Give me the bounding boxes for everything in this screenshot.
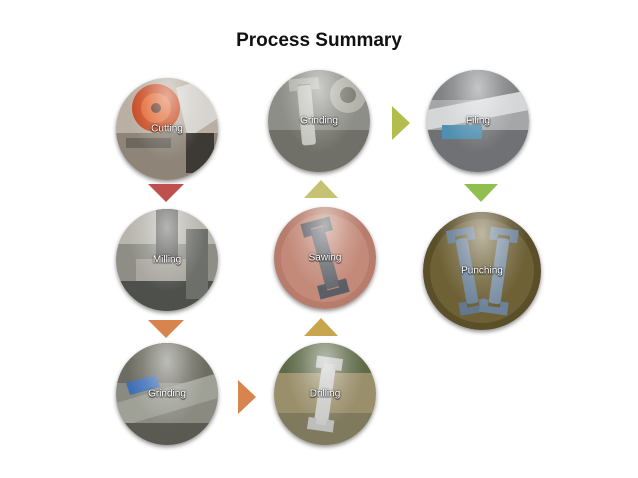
arrow-down-orange-2 bbox=[148, 320, 184, 338]
step-label: Grinding bbox=[300, 115, 338, 127]
step-label: Cutting bbox=[151, 123, 183, 135]
step-drilling[interactable]: Drilling bbox=[274, 343, 376, 445]
step-label: Punching bbox=[461, 265, 503, 277]
step-filing[interactable]: Filing bbox=[427, 70, 529, 172]
step-label: Milling bbox=[152, 254, 182, 266]
step-punching[interactable]: Punching bbox=[423, 212, 541, 330]
step-sawing[interactable]: Sawing bbox=[274, 207, 376, 309]
arrow-down-green bbox=[464, 184, 498, 202]
step-label: Sawing bbox=[308, 252, 342, 264]
arrow-up-olive-2 bbox=[304, 180, 338, 198]
arrow-right-orange bbox=[238, 380, 256, 414]
step-cutting[interactable]: Cutting bbox=[116, 78, 218, 180]
arrow-up-gold-1 bbox=[304, 318, 338, 336]
step-grinding-2[interactable]: Grinding bbox=[268, 70, 370, 172]
step-milling[interactable]: Milling bbox=[116, 209, 218, 311]
step-label: Filing bbox=[466, 115, 490, 127]
step-label: Drilling bbox=[309, 388, 341, 400]
step-label: Grinding bbox=[148, 388, 186, 400]
page-title: Process Summary bbox=[236, 30, 402, 51]
arrow-down-red-1 bbox=[148, 184, 184, 202]
step-grinding-1[interactable]: Grinding bbox=[116, 343, 218, 445]
arrow-right-olive bbox=[392, 106, 410, 140]
